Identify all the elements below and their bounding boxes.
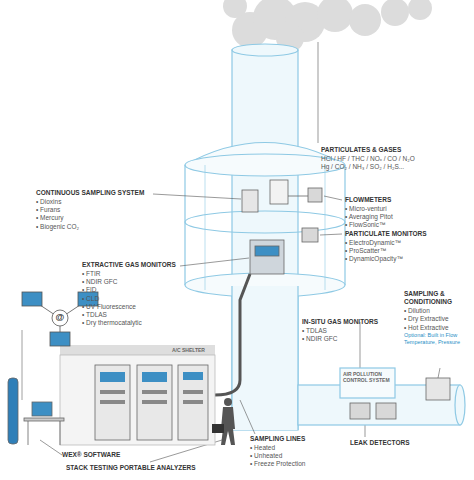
bullet-item: • Biogenic CO₂ [36,223,79,231]
bullet-item: • DynamicOpacity™ [345,255,403,263]
sampling-line [215,274,250,395]
bullet-item: • Dilution [404,307,470,315]
bullet-item: • Dry thermocatalytic [82,319,142,327]
bullet-item: • NDIR GFC [302,335,338,343]
callout-heading: STACK TESTING PORTABLE ANALYZERS [66,464,196,472]
duct [298,368,465,425]
callout-heading: IN-SITU GAS MONITORS [302,318,378,326]
bullet-item: • FlowSonic™ [345,221,386,229]
gas-list: HCl / HF / THC / NOₓ / CO / N₂O [321,155,415,163]
bullet-item: • ProScatter™ [345,247,386,255]
callout-heading: CONTINUOUS SAMPLING SYSTEM [36,189,144,197]
bullet-item: • Unheated [250,452,282,460]
bullet-item: • Micro-venturi [345,205,387,213]
network-symbol: @ [56,312,65,323]
bullet-item: • Dioxins [36,198,61,206]
bullet-item: • TDLAS [302,327,327,335]
bullet-item: • FTIR [82,270,101,278]
callout-heading: WEX® SOFTWARE [62,451,120,459]
bullet-item: • ElectroDynamic™ [345,239,401,247]
bullet-item: • FID [82,286,97,294]
bullet-item: • TDLAS [82,311,107,319]
gas-list: Hg / CO₂ / NH₃ / SO₂ / H₂S... [321,163,404,171]
bullet-item: • Averaging Pitot [345,213,393,221]
stack-devices [242,180,322,274]
duct-devices [350,378,450,419]
person [212,398,235,445]
bullet-item: • NDIR GFC [82,278,118,286]
bullet-item: • Mercury [36,214,64,222]
callout-heading: FLOWMETERS [345,196,391,204]
shelter-label: A/C SHELTER [172,347,205,353]
bullet-item: • CLD [82,295,99,303]
bullet-item: • Freeze Protection [250,460,305,468]
duct-label: AIR POLLUTION CONTROL SYSTEM [343,371,393,384]
callout-heading: LEAK DETECTORS [350,439,409,447]
bullet-item: • Hot Extractive [404,324,470,332]
ac-shelter [60,345,215,445]
callout-heading: SAMPLING & CONDITIONING [404,290,470,306]
callout-heading: SAMPLING LINES [250,435,305,443]
callout-heading: PARTICULATES & GASES [321,146,401,154]
callout-heading: PARTICULATE MONITORS [345,230,427,238]
bullet-item: • Heated [250,444,275,452]
callout-heading: EXTRACTIVE GAS MONITORS [82,261,176,269]
option-note: Optional: Built in Flow Temperature, Pre… [404,332,470,346]
workstation [8,378,64,445]
bullet-item: • UV Fluorescence [82,303,136,311]
bullet-item: • Dry Extractive [404,315,470,323]
bullet-item: • Furans [36,206,60,214]
